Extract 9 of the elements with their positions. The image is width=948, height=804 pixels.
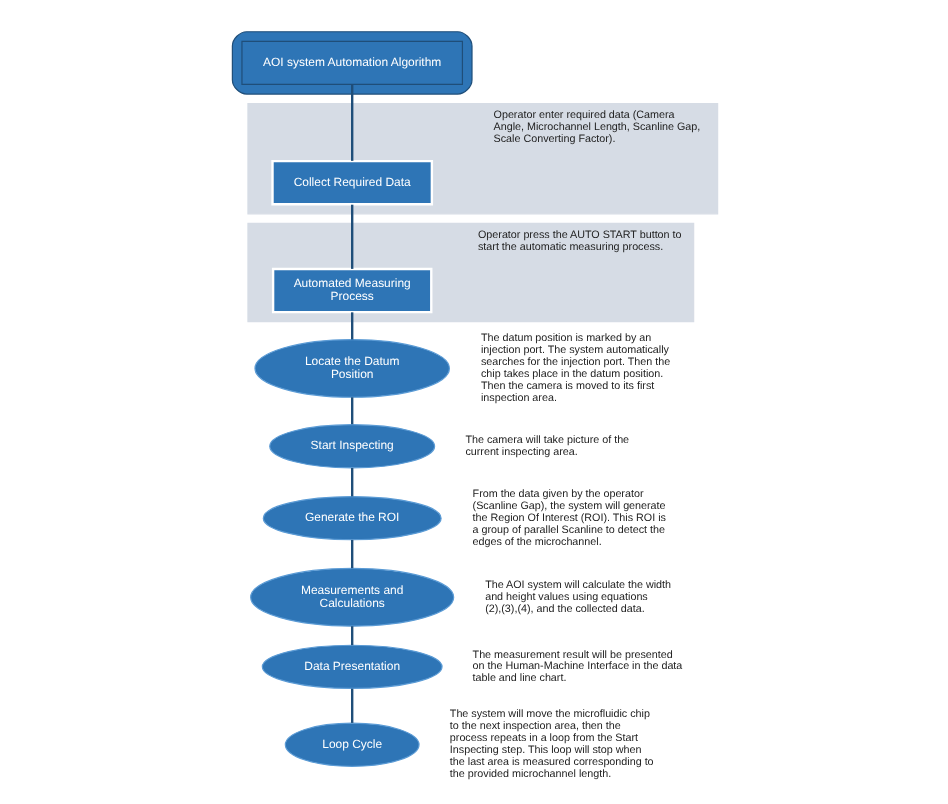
connector	[350, 467, 353, 497]
connector	[350, 626, 353, 646]
cluster	[230, 31, 472, 95]
connector	[350, 204, 353, 269]
connector	[350, 539, 353, 569]
connector	[350, 84, 353, 161]
connector	[350, 312, 353, 340]
connector	[350, 688, 353, 723]
connector	[350, 397, 353, 425]
